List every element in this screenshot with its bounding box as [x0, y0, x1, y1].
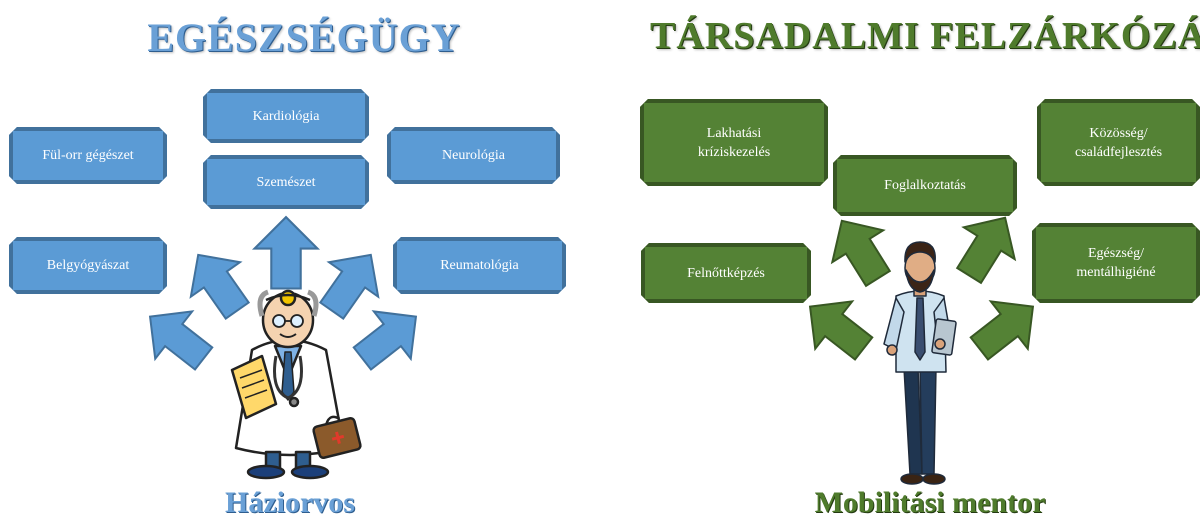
box-ful-orr-geget: Fül-orr gégészet	[9, 127, 167, 184]
box-foglalkoztatas: Foglalkoztatás	[833, 155, 1017, 216]
box-neurologia: Neurológia	[387, 127, 560, 184]
left-title: EGÉSZSÉGÜGY	[147, 15, 461, 60]
arrow-icon	[253, 216, 319, 290]
arrow-icon	[790, 281, 884, 374]
box-szemeszet: Szemészet	[203, 155, 369, 209]
right-title: TÁRSADALMI FELZÁRKÓZÁS	[650, 15, 1200, 57]
box-lakhatasi-line2: kríziskezelés	[697, 144, 771, 160]
box-kozosseg-line1: Közösség/	[1089, 125, 1148, 141]
box-belgyogyaszat: Belgyógyászat	[9, 237, 167, 294]
box-lakhatasi-line1: Lakhatási	[706, 125, 762, 141]
right-caption: Mobilitási mentor	[814, 486, 1046, 519]
arrow-icon	[342, 291, 436, 384]
box-egeszseg-line1: Egészség/	[1088, 246, 1144, 261]
left-caption: Háziorvos	[225, 486, 355, 519]
doctor-illustration-icon	[230, 289, 362, 480]
mentor-man-illustration-icon	[883, 241, 957, 485]
box-lakhatasi: Lakhatási kríziskezelés	[640, 99, 828, 186]
arrow-icon	[942, 200, 1032, 293]
box-reumatologia: Reumatológia	[393, 237, 566, 294]
box-felnottkepzes: Felnőttképzés	[641, 243, 811, 303]
box-egeszseg: Egészség/ mentálhigiéné	[1032, 223, 1200, 303]
arrow-icon	[959, 281, 1053, 374]
arrow-icon	[130, 291, 224, 384]
arrow-icon	[815, 203, 905, 296]
box-kardiologia: Kardiológia	[203, 89, 369, 143]
box-egeszseg-line2: mentálhigiéné	[1076, 265, 1156, 280]
box-kozosseg-line2: családfejlesztés	[1074, 144, 1163, 160]
box-kozosseg: Közösség/ családfejlesztés	[1037, 99, 1200, 186]
